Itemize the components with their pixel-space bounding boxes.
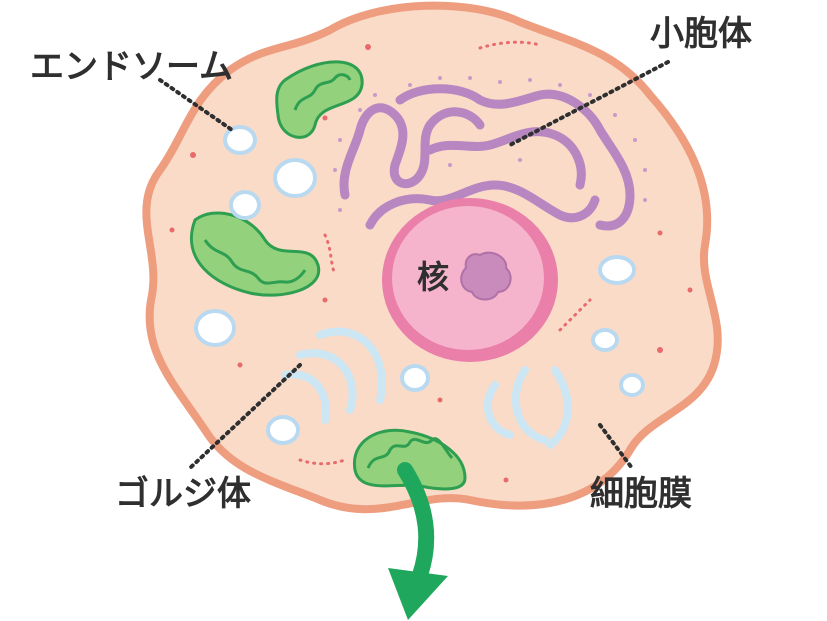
mitochondrion-top <box>275 60 364 139</box>
export-arrow <box>388 462 448 620</box>
label-nucleus: 核 <box>417 258 449 296</box>
nucleolus <box>460 251 512 301</box>
label-endosome: エンドソーム <box>30 47 233 87</box>
dotted-chains <box>298 40 592 466</box>
label-cell-membrane: 細胞膜 <box>590 474 692 514</box>
leader-lines <box>158 60 670 470</box>
er-ribosome-dots <box>333 76 647 212</box>
cytoplasm-dots <box>169 44 693 483</box>
golgi-apparatus <box>281 327 572 449</box>
endoplasmic-reticulum <box>339 84 635 231</box>
label-small-vesicle: 小胞体 <box>650 14 752 54</box>
mitochondrion-left <box>189 211 321 297</box>
vesicles <box>194 125 645 445</box>
nucleus <box>382 198 558 362</box>
label-golgi: ゴルジ体 <box>115 474 251 514</box>
mitochondrion-bottom <box>353 428 467 491</box>
